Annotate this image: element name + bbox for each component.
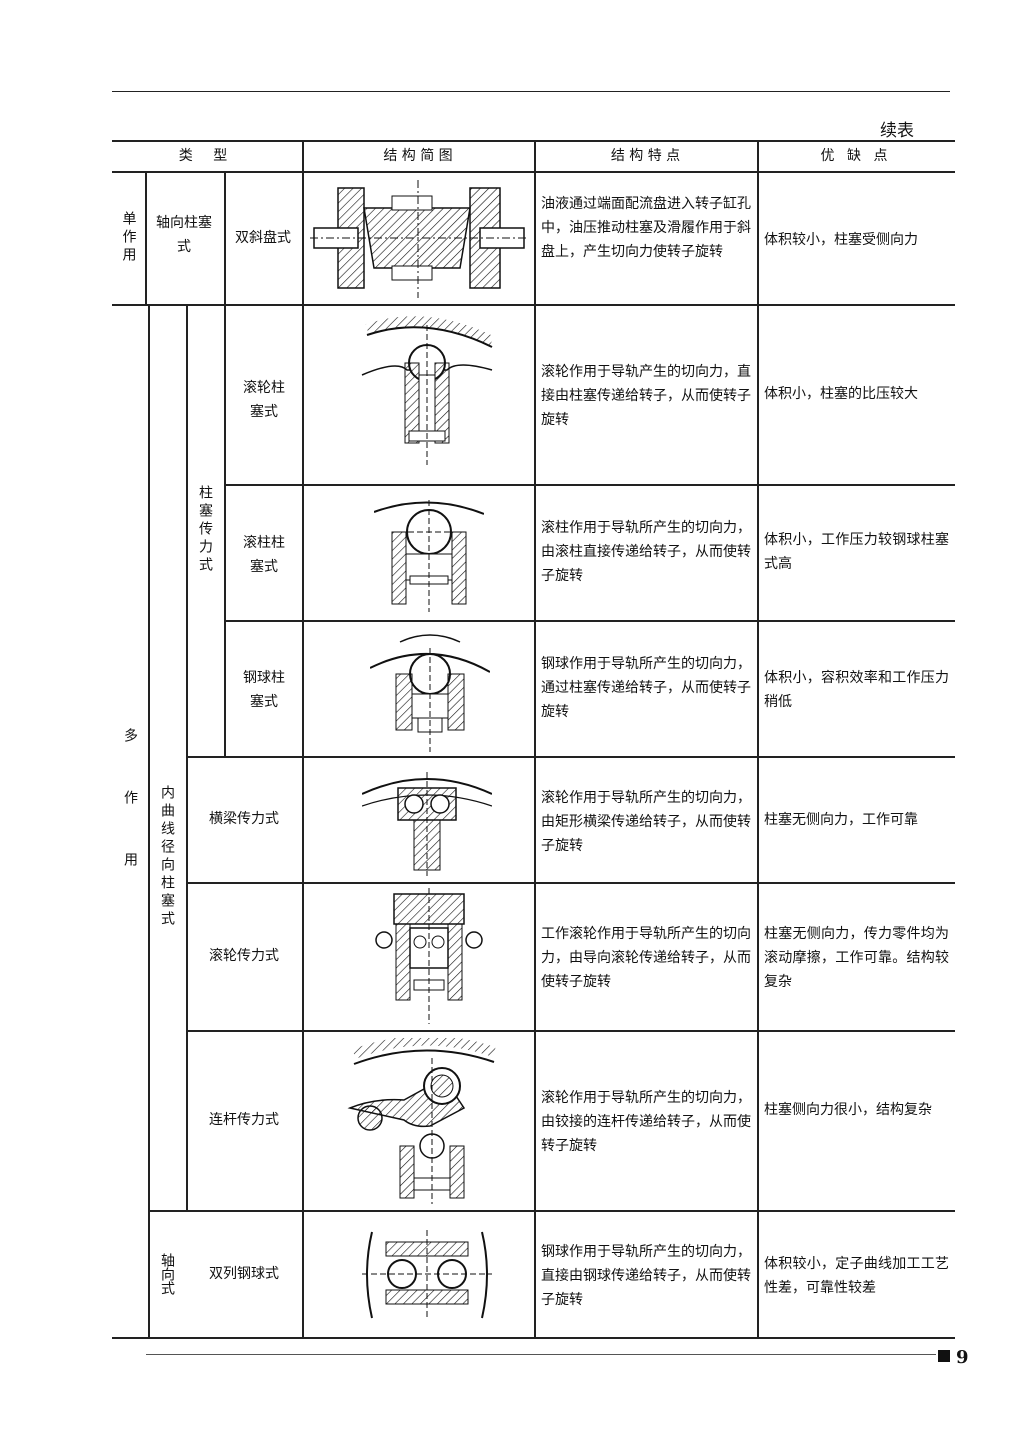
feature-text: 油液通过端面配流盘进入转子缸孔中，油压推动柱塞及滑履作用于斜盘上，产生切向力使转… [541,196,751,260]
pros-cons-text: 体积小，柱塞的比压较大 [764,386,918,402]
row-line [148,1210,955,1212]
type-name: 双列钢球式 [209,1265,279,1282]
row-line [186,882,955,884]
header-bottom-line [112,171,955,173]
double-row-ball-diagram [362,1230,492,1320]
roller-column-plunger-diagram [374,500,484,612]
feature-text: 工作滚轮作用于导轨所产生的切向力，由导向滚轮传递给转子，从而使转子旋转 [541,926,751,990]
pros-cons-text: 体积小，工作压力较钢球柱塞式高 [764,532,949,572]
single-bottom-line [112,304,955,306]
feature-text: 滚轮作用于导轨所产生的切向力，由矩形横梁传递给转子，从而使转子旋转 [541,790,751,854]
double-swashplate-diagram [310,180,526,298]
feature-text: 钢球作用于导轨所产生的切向力，通过柱塞传递给转子，从而使转子旋转 [541,656,751,720]
pros-cons-text: 柱塞无侧向力，工作可靠 [764,812,918,828]
group-axial: 轴向式 [159,1252,175,1295]
group-plunger-transmit: 柱塞传力式 [197,485,213,575]
col-line [145,171,147,304]
pros-cons-text: 体积较小，柱塞受侧向力 [764,232,918,248]
roller-plunger-diagram [361,316,495,465]
pros-cons-text: 体积小，容积效率和工作压力稍低 [764,670,949,710]
col-line [224,171,226,304]
col-line [302,140,304,1337]
col-line [757,140,759,1337]
page-number-text: 9 [956,1347,969,1368]
pros-cons-text: 体积较小，定子曲线加工工艺性差，可靠性较差 [764,1256,949,1296]
feature-text: 滚轮作用于导轨产生的切向力，直接由柱塞传递给转子，从而使转子旋转 [541,364,751,428]
group-axial-plunger: 轴向柱塞式 [156,215,212,255]
type-name: 滚柱柱塞式 [243,535,285,575]
top-rule [112,91,950,92]
connecting-rod-transmit-diagram [347,1038,496,1204]
col-line [224,304,226,756]
table-border-bottom [112,1337,955,1339]
bottom-rule [146,1354,936,1355]
continued-label: 续表 [880,121,914,141]
pros-cons-text: 柱塞侧向力很小，结构复杂 [764,1102,932,1118]
crossbeam-transmit-diagram [362,772,492,876]
row-line [224,620,955,622]
col-line [186,304,188,1210]
header-diagram: 结 构 简 图 [383,147,453,164]
feature-text: 滚轮作用于导轨所产生的切向力，由铰接的连杆传递给转子，从而使转子旋转 [541,1090,751,1154]
feature-text: 滚柱作用于导轨所产生的切向力，由滚柱直接传递给转子，从而使转子旋转 [541,520,751,584]
col-line [534,140,536,1337]
motor-type-table: 类 型 结 构 简 图 结 构 特 点 优 缺 点 单作用 轴向柱塞式 多作用 … [112,140,955,1339]
row-line [186,1030,955,1032]
group-multi: 多作用 [122,727,138,914]
roller-transmit-diagram [375,888,483,1024]
row-line [224,484,955,486]
header-type: 类 型 [178,147,236,164]
header-feature: 结 构 特 点 [610,147,681,164]
table-border-top [112,140,955,142]
group-inner-curve: 内曲线径向柱塞式 [159,785,175,929]
type-name: 双斜盘式 [235,229,291,246]
page-number: 9 [938,1347,969,1368]
row-line [186,756,955,758]
type-name: 滚轮传力式 [209,948,279,964]
header-pros-cons: 优 缺 点 [820,147,892,164]
square-bullet-icon [938,1350,950,1362]
feature-text: 钢球作用于导轨所产生的切向力，直接由钢球传递给转子，从而使转子旋转 [541,1244,751,1308]
type-name: 横梁传力式 [209,811,279,827]
steel-ball-plunger-diagram [370,634,490,752]
type-name: 钢球柱塞式 [243,670,285,710]
type-name: 滚轮柱塞式 [243,380,285,420]
type-name: 连杆传力式 [209,1112,279,1128]
col-line [148,304,150,1337]
pros-cons-text: 柱塞无侧向力，传力零件均为滚动摩擦，工作可靠。结构较复杂 [764,926,949,990]
group-single: 单作用 [120,210,137,265]
